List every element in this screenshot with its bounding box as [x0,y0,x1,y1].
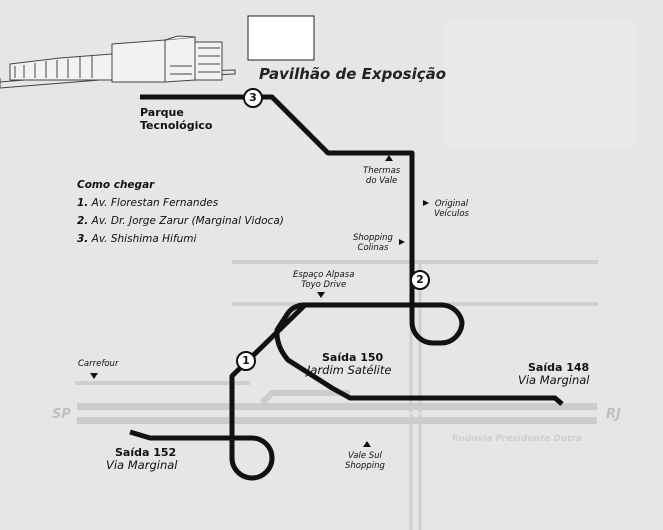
legend-item: 2. Av. Dr. Jorge Zarur (Marginal Vidoca) [77,212,284,230]
directions-legend: Como chegar 1. Av. Florestan Fernandes 2… [77,176,284,248]
label-espaco-alpasa: Espaço Alpasa Toyo Drive [293,270,355,290]
label-parque-tecnologico: Parque Tecnológico [140,106,213,132]
logo-box [247,15,315,61]
label-carrefour: Carrefour [78,359,119,369]
label-original-veiculos: Original Veículos [434,199,469,219]
exit-148-sub: Via Marginal [518,373,590,387]
label-vale-sul-shopping: Vale Sul Shopping [345,451,385,471]
highway-dutra [77,390,597,424]
exit-148-name: Saída 148 [528,361,590,374]
legend-item-number: 3. [77,233,89,245]
label-thermas-do-vale: Thermas do Vale [363,166,401,186]
highway-name-label: Rodovia Presidente Dutra [452,434,582,444]
exit-150-name: Saída 150 [322,351,384,364]
legend-item: 3. Av. Shishima Hifumi [77,230,284,248]
legend-item-number: 2. [77,215,89,227]
route-marker-3: 3 [243,88,263,108]
exit-152-name: Saída 152 [115,446,177,459]
poi-markers [90,155,429,447]
route-marker-1: 1 [236,351,256,371]
highway-east-label: RJ [606,407,621,422]
exit-150-sub: Jardim Satélite [307,363,392,377]
pavilion-building-sketch [0,35,236,89]
background-block [445,20,635,148]
exit-152-sub: Via Marginal [106,458,178,472]
legend-item: 1. Av. Florestan Fernandes [77,194,284,212]
legend-item-text: Av. Dr. Jorge Zarur (Marginal Vidoca) [91,215,284,227]
page-title: Pavilhão de Exposição [259,65,447,83]
legend-title: Como chegar [77,179,155,191]
label-shopping-colinas: Shopping Colinas [353,233,393,253]
access-route [129,94,564,481]
legend-item-text: Av. Florestan Fernandes [91,197,219,209]
legend-item-text: Av. Shishima Hifumi [91,233,197,245]
route-marker-2: 2 [410,270,430,290]
highway-west-label: SP [52,407,71,422]
legend-item-number: 1. [77,197,89,209]
